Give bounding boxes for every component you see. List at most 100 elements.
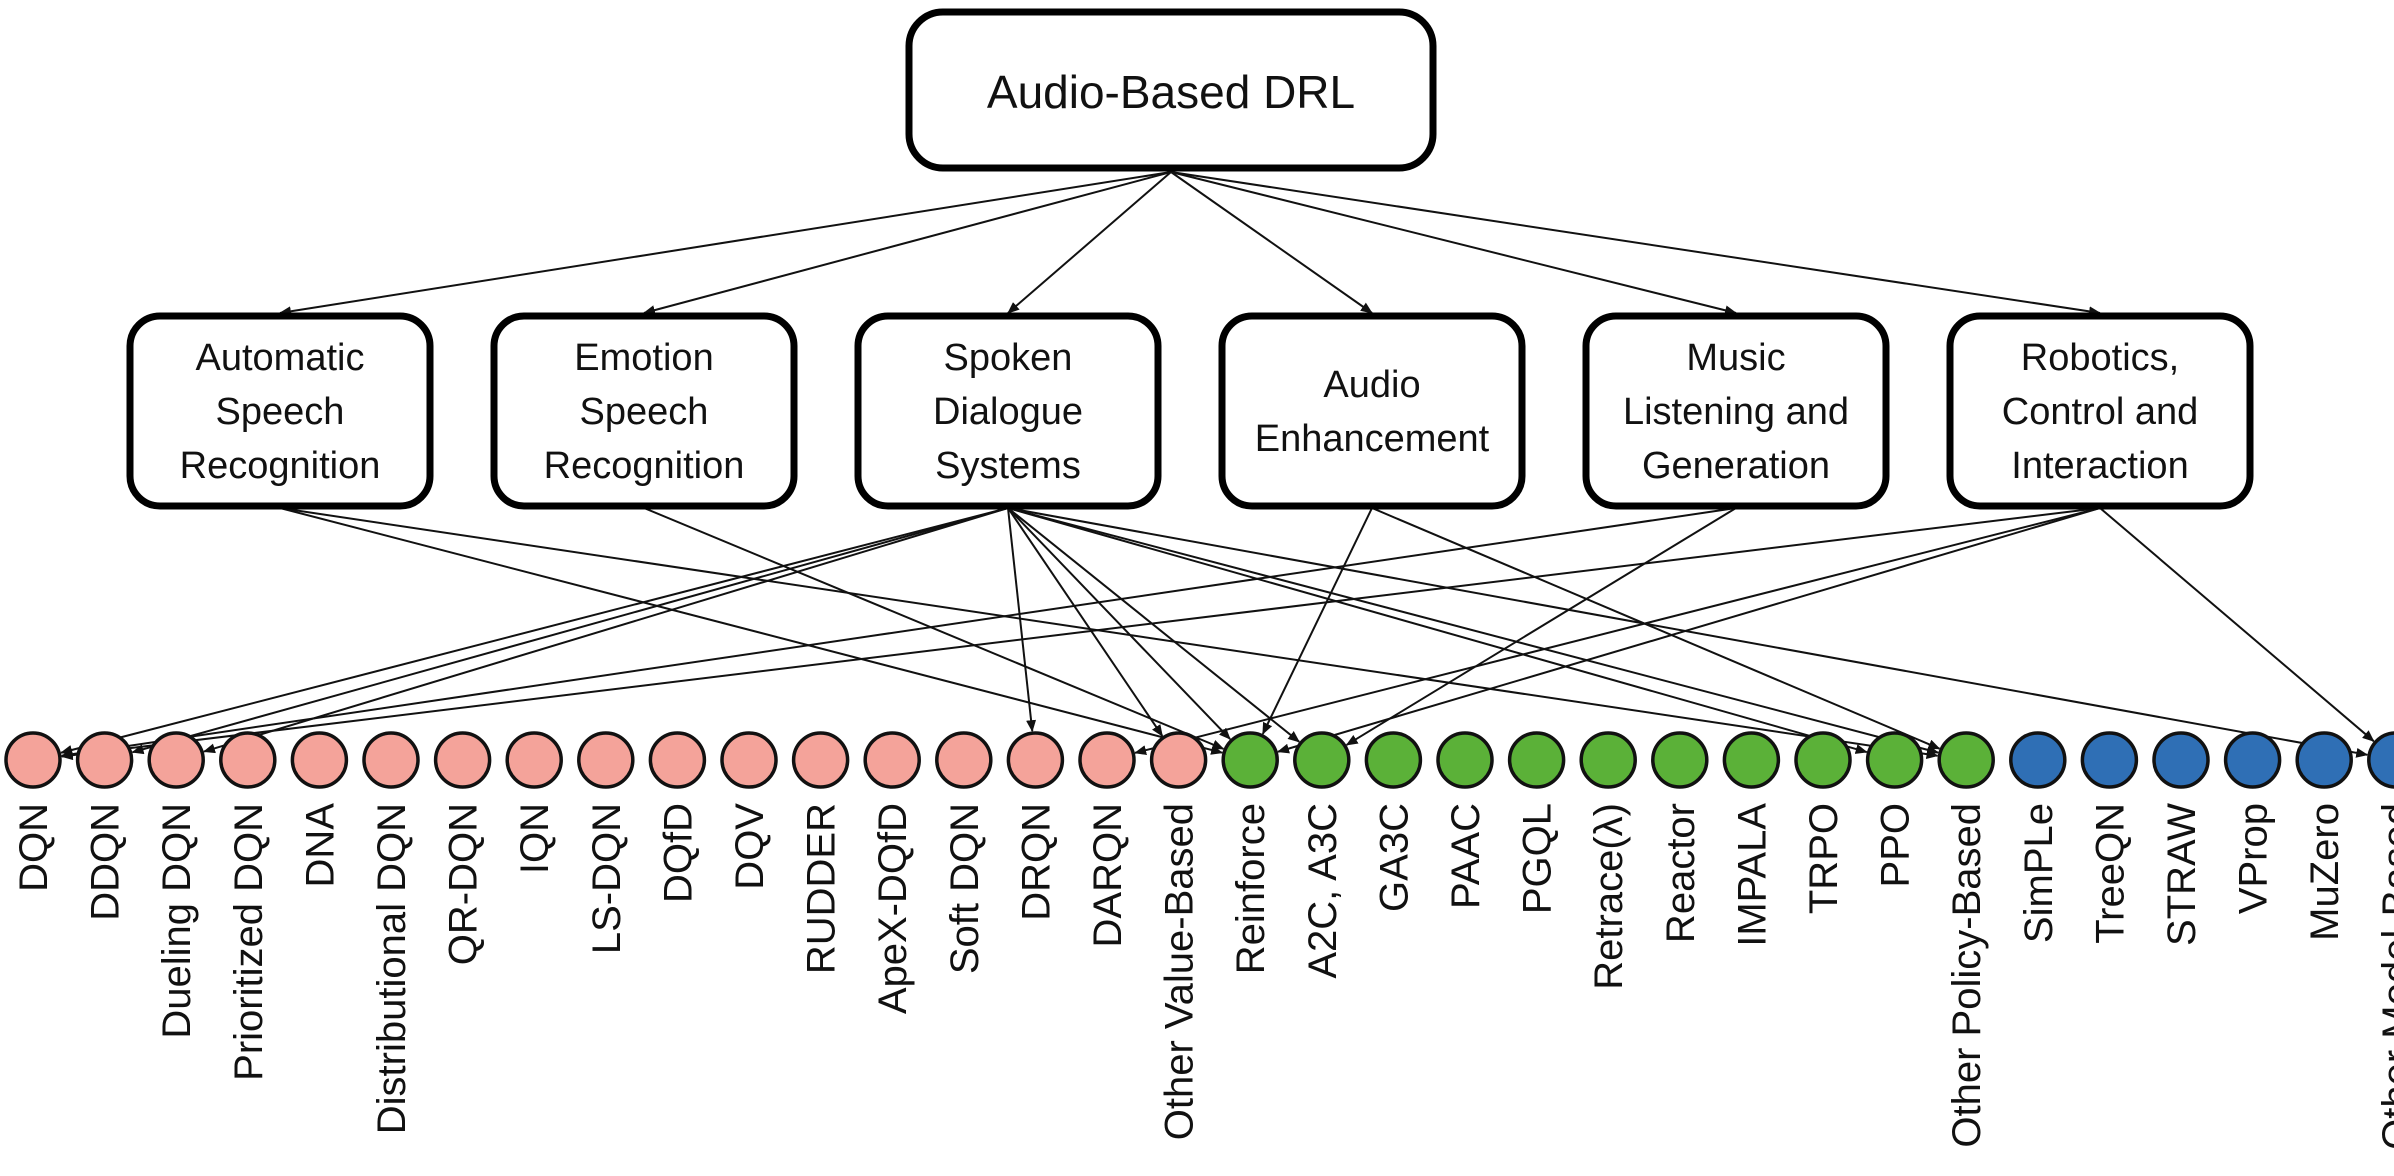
edge-ae-to-other-policy-based — [1371, 507, 1941, 750]
leaf-label-reactor: Reactor — [1659, 803, 1703, 943]
category-label-sds-line-0: Spoken — [944, 337, 1073, 379]
category-label-mlg-line-2: Generation — [1642, 445, 1830, 487]
category-box-rci — [1946, 312, 2254, 510]
leaf-dqn: DQN — [4, 731, 62, 892]
category-label-rci-line-1: Control and — [2002, 391, 2198, 433]
leaf-label-drqn: DRQN — [1014, 803, 1058, 921]
edge-sds-to-ddqn — [131, 507, 1009, 755]
leaf-circle-trpo — [1794, 731, 1852, 789]
leaf-label-ppo: PPO — [1874, 803, 1918, 887]
leaf-circle-soft-dqn — [935, 731, 993, 789]
edge-sds-to-other-model-based — [1007, 507, 2369, 758]
leaf-circle-other-value-based — [1149, 731, 1208, 789]
edge-sds-to-other-policy-based — [1007, 507, 1940, 755]
leaf-circle-other-model-based — [2367, 731, 2394, 789]
category-label-sds-line-1: Dialogue — [933, 391, 1083, 433]
category-label-rci-line-0: Robotics, — [2021, 337, 2179, 379]
leaf-circle-straw — [2152, 731, 2210, 789]
edge-sds-to-ppo — [1007, 507, 1868, 754]
category-label-esr-line-0: Emotion — [574, 337, 713, 379]
leaf-impala: IMPALA — [1722, 731, 1781, 947]
leaf-circle-dqfd — [648, 731, 707, 789]
leaf-treeqn: TreeQN — [2080, 731, 2139, 944]
leaf-label-dqn: DQN — [12, 803, 56, 892]
leaf-reinforce: Reinforce — [1221, 731, 1279, 974]
leaf-circle-pgql — [1507, 731, 1566, 789]
leaf-muzero: MuZero — [2295, 731, 2353, 941]
category-label-esr-line-2: Recognition — [544, 445, 745, 487]
edge-sds-to-reinforce — [1007, 507, 1231, 740]
leaf-distributional-dqn: Distributional DQN — [362, 731, 420, 1134]
edge-rci-to-reinforce — [1277, 507, 2101, 754]
category-label-ae-line-1: Enhancement — [1255, 418, 1490, 460]
leaf-straw: STRAW — [2152, 731, 2210, 946]
leaf-label-prioritized-dqn: Prioritized DQN — [227, 803, 271, 1081]
leaf-dqfd: DQfD — [648, 731, 707, 903]
leaf-label-ls-dqn: LS-DQN — [585, 803, 629, 954]
category-label-asr-line-0: Automatic — [196, 337, 365, 379]
leaf-dna: DNA — [290, 731, 349, 888]
leaf-circle-dqv — [720, 731, 778, 789]
edge-root-to-rci — [1170, 171, 2101, 317]
leaf-circle-treeqn — [2080, 731, 2139, 789]
leaf-label-reinforce: Reinforce — [1229, 803, 1273, 974]
category-label-rci-line-2: Interaction — [2011, 445, 2188, 487]
edge-rci-to-dqn — [60, 507, 2101, 761]
leaf-soft-dqn: Soft DQN — [935, 731, 993, 974]
leaf-ls-dqn: LS-DQN — [577, 731, 635, 954]
leaf-dueling-dqn: Dueling DQN — [147, 731, 205, 1039]
leaf-label-rudder: RUDDER — [800, 803, 844, 974]
leaf-circle-simple — [2009, 731, 2067, 789]
leaf-label-apex-dqfd: ApeX-DQfD — [871, 803, 915, 1014]
leaf-label-vprop: VProp — [2232, 803, 2276, 914]
leaf-ddqn: DDQN — [75, 731, 134, 921]
leaf-label-trpo: TRPO — [1802, 803, 1846, 914]
leaf-trpo: TRPO — [1794, 731, 1852, 914]
leaf-retrace: Retrace(λ) — [1579, 731, 1637, 990]
leaf-circle-distributional-dqn — [362, 731, 420, 789]
leaf-label-paac: PAAC — [1444, 803, 1488, 909]
leaf-label-muzero: MuZero — [2303, 803, 2347, 941]
edge-root-to-asr — [279, 171, 1172, 317]
leaf-label-soft-dqn: Soft DQN — [943, 803, 987, 974]
leaf-label-dqfd: DQfD — [656, 803, 700, 903]
leaf-simple: SimPLe — [2009, 731, 2067, 943]
leaf-circle-dueling-dqn — [147, 731, 205, 789]
leaf-label-ddqn: DDQN — [84, 803, 128, 921]
edge-rci-to-darqn — [1134, 507, 2101, 756]
leaf-a2c-a3c: A2C, A3C — [1293, 731, 1351, 979]
leaf-label-dna: DNA — [298, 803, 342, 888]
leaf-iqn: IQN — [505, 731, 563, 874]
edge-esr-to-reinforce — [643, 507, 1225, 750]
leaf-label-distributional-dqn: Distributional DQN — [370, 803, 414, 1134]
edge-mlg-to-a2c-a3c — [1345, 507, 1737, 746]
leaf-circle-vprop — [2223, 731, 2282, 789]
leaf-circle-rudder — [791, 731, 850, 789]
root-label: Audio-Based DRL — [987, 66, 1355, 118]
leaf-circle-prioritized-dqn — [219, 731, 277, 789]
leaf-label-pgql: PGQL — [1516, 803, 1560, 914]
leaf-label-retrace: Retrace(λ) — [1587, 803, 1631, 990]
leaf-label-dueling-dqn: Dueling DQN — [155, 803, 199, 1039]
leaf-pgql: PGQL — [1507, 731, 1566, 914]
edge-sds-to-a2c-a3c — [1007, 507, 1300, 743]
category-box-ae — [1218, 312, 1526, 510]
category-label-esr-line-1: Speech — [580, 391, 709, 433]
leaf-dqv: DQV — [720, 731, 778, 890]
categories-layer: AutomaticSpeechRecognitionEmotionSpeechR… — [126, 312, 2254, 510]
edge-root-to-sds — [1007, 171, 1172, 314]
leaf-paac: PAAC — [1436, 731, 1494, 909]
leaf-circle-dna — [290, 731, 349, 789]
leaves-layer: DQN DDQN Dueling DQN Prioritized DQN DNA Dist… — [4, 731, 2394, 1150]
leaf-rudder: RUDDER — [791, 731, 850, 974]
leaf-circle-muzero — [2295, 731, 2353, 789]
category-label-asr-line-2: Recognition — [180, 445, 381, 487]
leaf-label-darqn: DARQN — [1086, 803, 1130, 947]
leaf-qr-dqn: QR-DQN — [433, 731, 492, 965]
category-label-sds-line-2: Systems — [935, 445, 1081, 487]
leaf-circle-a2c-a3c — [1293, 731, 1351, 789]
leaf-apex-dqfd: ApeX-DQfD — [863, 731, 921, 1014]
